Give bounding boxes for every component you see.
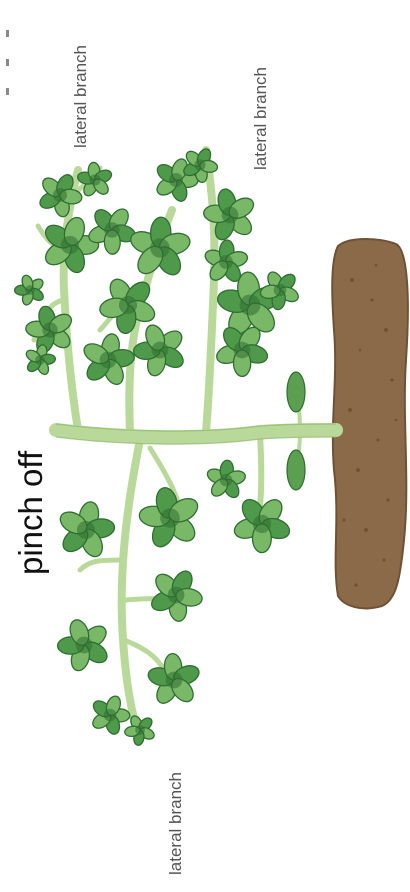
- leaf-center: [35, 355, 45, 365]
- leaf-center: [194, 159, 205, 170]
- leaf-cluster: [148, 568, 203, 623]
- leaf-center: [160, 508, 180, 528]
- leaf-cluster: [77, 162, 114, 198]
- leaf-cluster: [14, 274, 45, 306]
- leaf-center: [166, 672, 183, 689]
- upper-branch-right: [206, 150, 215, 432]
- leaf-center: [169, 173, 183, 187]
- leaf-center: [104, 222, 119, 237]
- leaf-center: [219, 255, 233, 269]
- lateral-branch-label-top-right: lateral branch: [252, 67, 269, 170]
- leaf-center: [240, 295, 261, 316]
- leaf-cluster: [57, 617, 110, 673]
- leaf-center: [119, 296, 137, 314]
- edge-marks: [6, 30, 12, 110]
- leaf-center: [150, 238, 170, 258]
- leaf-cluster: [90, 694, 130, 736]
- leaf-center: [104, 709, 117, 722]
- leaf-cluster: [205, 460, 246, 501]
- leaf-center: [152, 342, 169, 359]
- soil-clod: [332, 239, 408, 608]
- leaf-center: [25, 285, 35, 295]
- leaf-center: [168, 587, 185, 604]
- leaf-center: [253, 515, 271, 533]
- leaf-center: [222, 207, 239, 224]
- leaf-center: [274, 284, 287, 297]
- leaf-center: [234, 342, 251, 359]
- leaf-center: [42, 322, 57, 337]
- leaf-center: [89, 174, 100, 185]
- pinch-off-label: pinch off: [14, 451, 47, 575]
- bud-leaf: [287, 372, 305, 412]
- leaf-center: [220, 474, 233, 487]
- leaf-cluster: [133, 322, 187, 377]
- leaf-cluster: [138, 486, 201, 551]
- leaf-center: [76, 637, 93, 654]
- leaf-center: [61, 236, 79, 254]
- lateral-branch-label-bottom: lateral branch: [167, 772, 184, 875]
- leaf-center: [77, 521, 95, 539]
- leaf-cluster: [24, 344, 56, 376]
- leaf-cluster: [128, 217, 193, 279]
- leaf-center: [53, 188, 67, 202]
- lower-branch: [122, 440, 140, 740]
- lateral-branch-label-top-left: lateral branch: [72, 45, 89, 148]
- leaf-center: [100, 352, 117, 369]
- leaf-cluster: [41, 215, 98, 275]
- bud-leaf: [287, 450, 305, 490]
- leaf-cluster: [57, 500, 116, 560]
- leaf-center: [135, 725, 145, 735]
